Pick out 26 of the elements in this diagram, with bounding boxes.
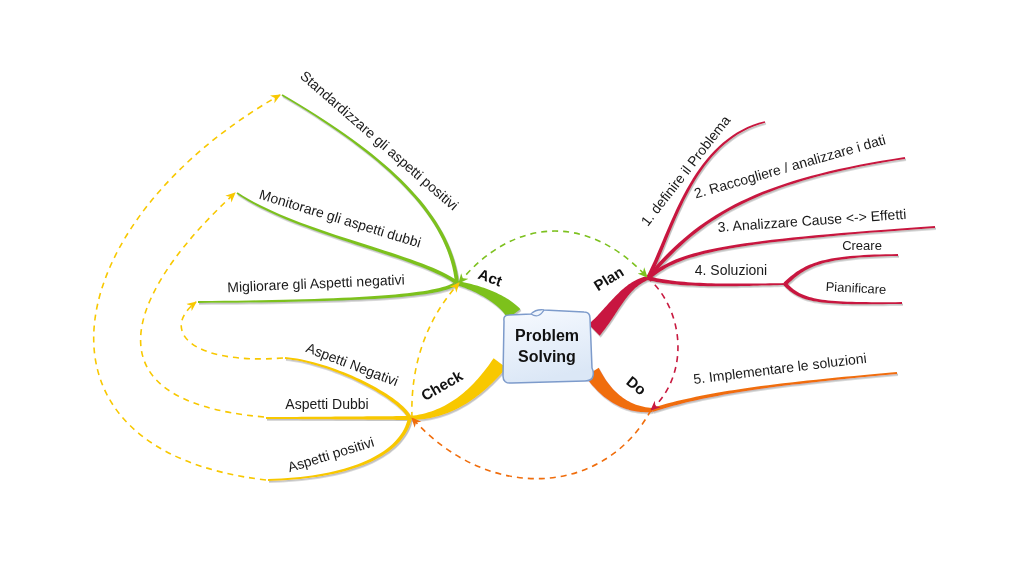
branch-line bbox=[647, 276, 785, 287]
dashed-arrow bbox=[180, 301, 284, 360]
dashed-arrow bbox=[646, 276, 679, 411]
branch-line bbox=[281, 94, 459, 284]
branch-line bbox=[783, 254, 898, 286]
dashed-arrow bbox=[411, 409, 652, 480]
branch-line bbox=[783, 282, 902, 305]
topic-text: 5. Implementare le soluzioni bbox=[692, 350, 868, 388]
branch-line bbox=[651, 372, 898, 412]
dashed-arrow bbox=[140, 192, 265, 418]
branch-title: Do bbox=[623, 373, 649, 399]
subtopic-text: Pianificare bbox=[825, 279, 887, 297]
branch-line bbox=[284, 357, 412, 419]
main-branch bbox=[588, 276, 649, 336]
subtopic-text: Creare bbox=[842, 238, 882, 252]
dashed-arrow bbox=[411, 282, 460, 419]
topic-text: 3. Analizzare Cause <-> Effetti bbox=[717, 206, 907, 236]
branch-title: Plan bbox=[591, 263, 627, 295]
branch-line bbox=[266, 416, 410, 420]
branch-line bbox=[268, 417, 412, 481]
topic-text: Aspetti Dubbi bbox=[285, 397, 369, 413]
dashed-arrow bbox=[93, 94, 281, 481]
branch-title: Act bbox=[475, 266, 505, 290]
topic-text: Migliorare gli Aspetti negativi bbox=[227, 272, 405, 296]
dashed-arrow bbox=[458, 230, 648, 284]
topic-text: 4. Soluzioni bbox=[694, 263, 768, 279]
